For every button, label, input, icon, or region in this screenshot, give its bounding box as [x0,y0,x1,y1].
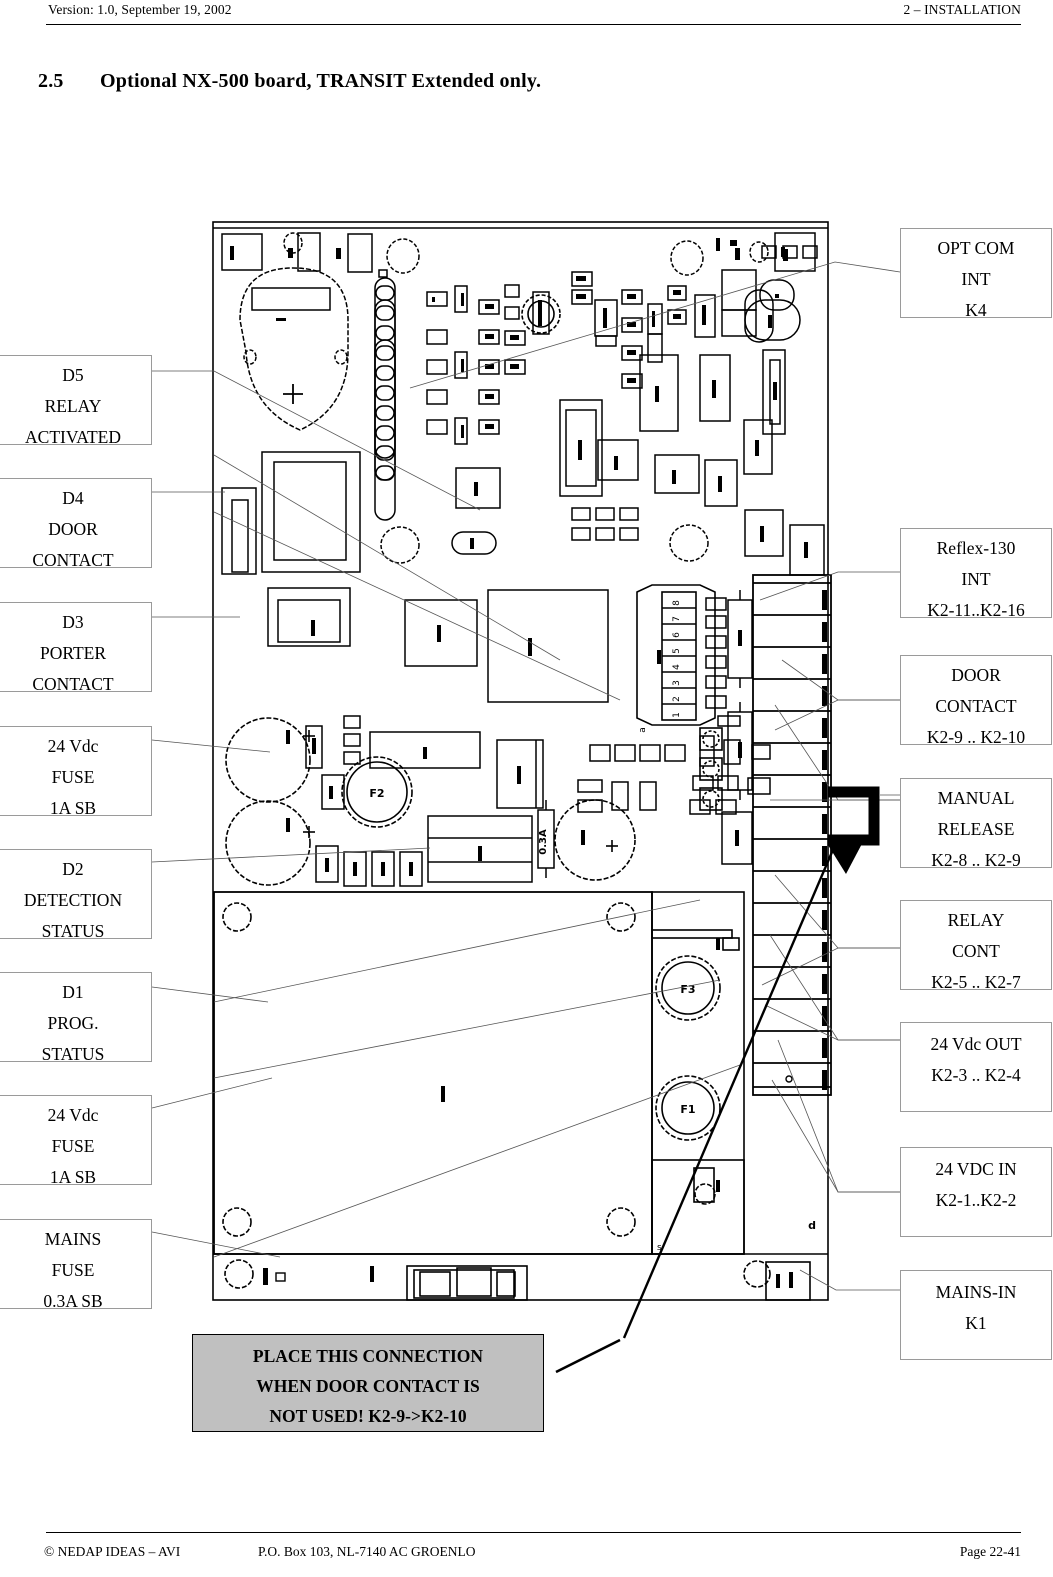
callout-line: PROG. [47,1013,99,1033]
callout-line: 24 Vdc [47,1105,99,1125]
callout-line: STATUS [41,921,105,941]
callout-line: 1A SB [49,798,97,818]
header-chapter: 2 – INSTALLATION [903,2,1021,17]
callout-mains-fuse[interactable]: MAINS FUSE 0.3A SB [0,1219,152,1311]
svg-text:3: 3 [672,680,682,686]
callout-mains-in-k1[interactable]: MAINS-IN K1 [900,1270,1052,1360]
callout-line: INT [961,269,991,289]
callout-opt-com-int-k4[interactable]: OPT COM INT K4 [900,228,1052,320]
section-title: Optional NX-500 board, TRANSIT Extended … [100,70,542,92]
footer-rule [46,1532,1021,1533]
callout-line: 1A SB [49,1167,97,1187]
callout-door-contact-k2[interactable]: DOOR CONTACT K2-9 .. K2-10 [900,655,1052,747]
callout-relay-cont-k2[interactable]: RELAY CONT K2-5 .. K2-7 [900,900,1052,992]
page-header: Version: 1.0, September 19, 2002 2 – INS… [0,0,1053,30]
warning-line: PLACE THIS CONNECTION [252,1346,484,1366]
svg-text:4: 4 [672,664,682,670]
fuse-f1-label: F1 [680,1103,695,1116]
callout-line: 24 Vdc [47,736,99,756]
callout-line: K1 [965,1313,987,1333]
footer-address: P.O. Box 103, NL-7140 AC GROENLO [258,1544,476,1559]
callout-line: K2-5 .. K2-7 [931,972,1021,992]
callout-line: D2 [62,859,84,879]
callout-line: CONTACT [32,674,114,694]
callout-line: OPT COM [937,238,1015,258]
terminal-block-k2 [752,574,832,1096]
callout-24vdc-in-k2[interactable]: 24 VDC IN K2-1..K2-2 [900,1147,1052,1237]
fuse-f3-label: F3 [680,983,695,996]
callout-24vdc-out-k2[interactable]: 24 Vdc OUT K2-3 .. K2-4 [900,1022,1052,1112]
callout-line: RELEASE [937,819,1015,839]
callout-line: D5 [62,365,84,385]
callout-line: K2-8 .. K2-9 [931,850,1021,870]
svg-text:7: 7 [672,616,682,622]
footer-page: Page 22-41 [959,1544,1021,1559]
callout-line: CONT [952,941,1000,961]
door-contact-jumper-warning[interactable]: PLACE THIS CONNECTION WHEN DOOR CONTACT … [192,1334,544,1432]
callout-line: FUSE [51,767,95,787]
section-number: 2.5 [38,70,64,92]
callout-line: 0.3A SB [43,1291,103,1311]
svg-text:d: d [808,1219,816,1232]
callout-line: CONTACT [32,550,114,570]
svg-text:a: a [638,727,648,733]
warning-line: NOT USED! K2-9->K2-10 [269,1406,467,1426]
callout-line: DOOR [951,665,1001,685]
callout-line: RELAY [44,396,102,416]
callout-24vdc-fuse-lower[interactable]: 24 Vdc FUSE 1A SB [0,1095,152,1187]
svg-text:2: 2 [672,696,682,702]
callout-24vdc-fuse-upper[interactable]: 24 Vdc FUSE 1A SB [0,726,152,818]
svg-text:6: 6 [672,632,682,638]
callout-line: MANUAL [937,788,1015,808]
svg-text:s: s [657,1243,662,1253]
warning-line: WHEN DOOR CONTACT IS [256,1376,480,1396]
callout-line: 24 Vdc OUT [930,1034,1022,1054]
svg-text:1: 1 [672,712,682,718]
callout-line: D1 [62,982,84,1002]
callout-line: CONTACT [935,696,1017,716]
callout-line: MAINS-IN [935,1282,1017,1302]
callout-line: RELAY [947,910,1005,930]
fuse-f2-label: F2 [369,787,384,800]
callout-d2-detection-status[interactable]: D2 DETECTION STATUS [0,849,152,941]
callout-line: STATUS [41,1044,105,1064]
callout-line: K2-9 .. K2-10 [926,727,1026,747]
callout-line: MAINS [44,1229,102,1249]
callout-line: PORTER [39,643,107,663]
callout-line: DOOR [48,519,98,539]
dip-switch-numbers: 8 7 6 5 4 3 2 1 a [638,600,682,733]
callout-line: FUSE [51,1260,95,1280]
callout-reflex-130-int[interactable]: Reflex-130 INT K2-11..K2-16 [900,528,1052,620]
callout-line: 24 VDC IN [935,1159,1017,1179]
footer-copyright: © NEDAP IDEAS – AVI [44,1544,181,1559]
callout-line: D3 [62,612,84,632]
callout-line: INT [961,569,991,589]
svg-text:8: 8 [672,600,682,606]
callout-line: K2-1..K2-2 [935,1190,1017,1210]
callout-line: ACTIVATED [25,427,121,447]
callout-line: DETECTION [23,890,123,910]
callout-d3-porter-contact[interactable]: D3 PORTER CONTACT [0,602,152,694]
fuse-rating-label: 0.3A [538,829,549,855]
callout-d1-prog-status[interactable]: D1 PROG. STATUS [0,972,152,1064]
callout-line: K2-11..K2-16 [927,600,1025,620]
callout-line: K4 [965,300,987,320]
callout-d4-door-contact[interactable]: D4 DOOR CONTACT [0,478,152,570]
callout-line: Reflex-130 [936,538,1016,558]
svg-text:5: 5 [672,648,682,654]
callout-line: K2-3 .. K2-4 [931,1065,1021,1085]
callout-manual-release-k2[interactable]: MANUAL RELEASE K2-8 .. K2-9 [900,778,1052,870]
callout-line: FUSE [51,1136,95,1156]
callout-line: D4 [62,488,84,508]
callout-d5-relay-activated[interactable]: D5 RELAY ACTIVATED [0,355,152,447]
header-version: Version: 1.0, September 19, 2002 [48,2,232,17]
header-rule [46,24,1021,25]
section-heading: 2.5 Optional NX-500 board, TRANSIT Extend… [38,70,541,93]
